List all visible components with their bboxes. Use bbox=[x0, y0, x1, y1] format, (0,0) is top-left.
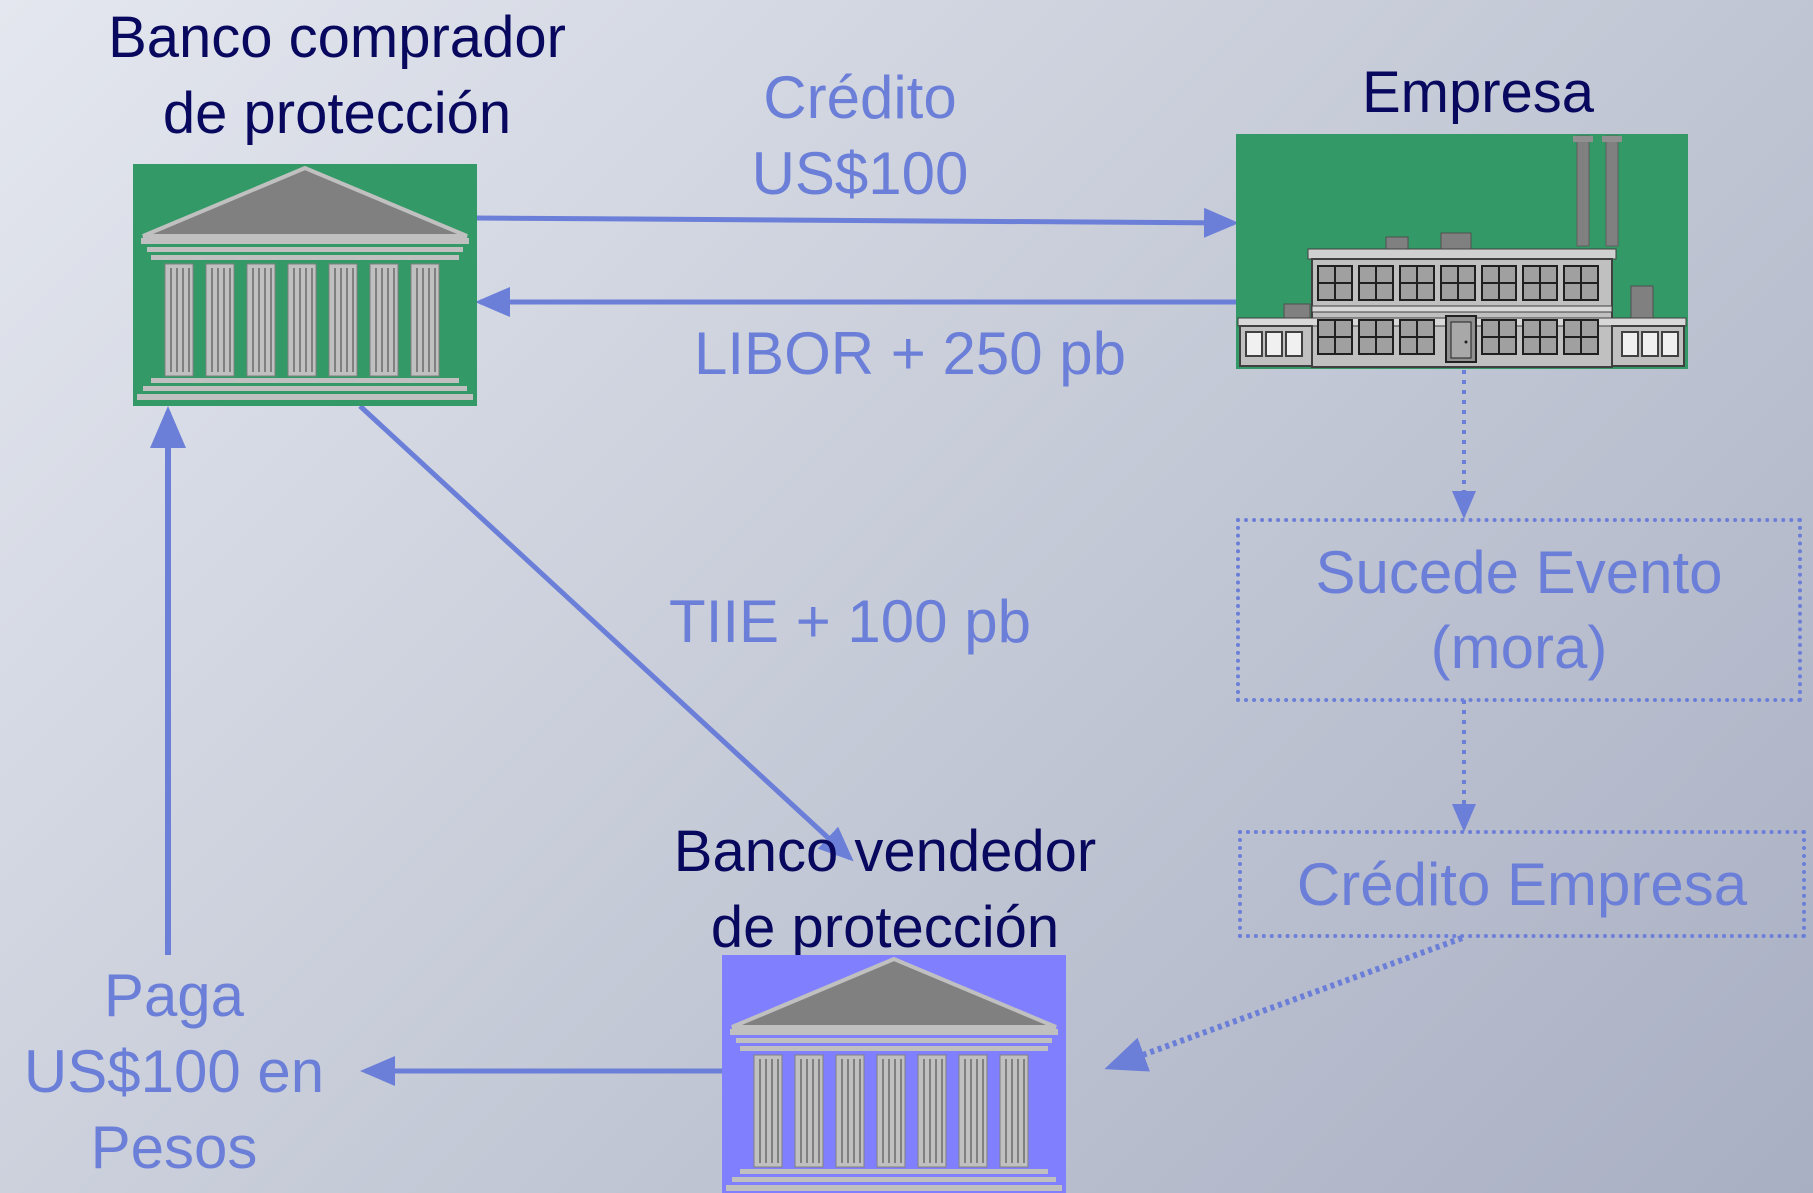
tiie-label: TIIE + 100 pb bbox=[669, 588, 1031, 655]
event-box-line2: (mora) bbox=[1430, 614, 1608, 681]
company-title: Empresa bbox=[1361, 60, 1595, 125]
seller-bank-title-line2: de protección bbox=[710, 895, 1060, 960]
payment-label-line1: Paga bbox=[103, 962, 245, 1029]
buyer-bank-title-line2: de protección bbox=[162, 81, 512, 146]
credit-arrow bbox=[475, 207, 1239, 238]
credit-company-text: Crédito Empresa bbox=[1296, 850, 1748, 918]
seller-bank-title: Banco vendedor de protección bbox=[630, 814, 1140, 966]
payment-label-line3: Pesos bbox=[90, 1114, 258, 1181]
payment-label: Paga US$100 en Pesos bbox=[0, 958, 348, 1186]
credit-company-box: Crédito Empresa bbox=[1238, 830, 1806, 938]
factory-icon bbox=[1236, 134, 1688, 369]
event-box: Sucede Evento (mora) bbox=[1236, 518, 1802, 702]
seller-dotted-arrow bbox=[1104, 935, 1464, 1072]
bank-icon bbox=[133, 164, 477, 406]
payment-label-line2: US$100 en bbox=[23, 1038, 325, 1105]
buyer-bank-title-line1: Banco comprador bbox=[108, 5, 566, 70]
tiie-arrow bbox=[358, 404, 854, 862]
bank-icon bbox=[722, 955, 1066, 1193]
credit-label: Crédito US$100 bbox=[700, 60, 1020, 212]
seller-bank-title-line1: Banco vendedor bbox=[673, 819, 1097, 884]
credit-label-line2: US$100 bbox=[751, 140, 969, 207]
libor-label: LIBOR + 250 pb bbox=[694, 320, 1126, 387]
buyer-bank-title: Banco comprador de protección bbox=[82, 0, 592, 152]
event-box-line1: Sucede Evento bbox=[1315, 539, 1723, 606]
credit-label-line1: Crédito bbox=[763, 64, 957, 131]
